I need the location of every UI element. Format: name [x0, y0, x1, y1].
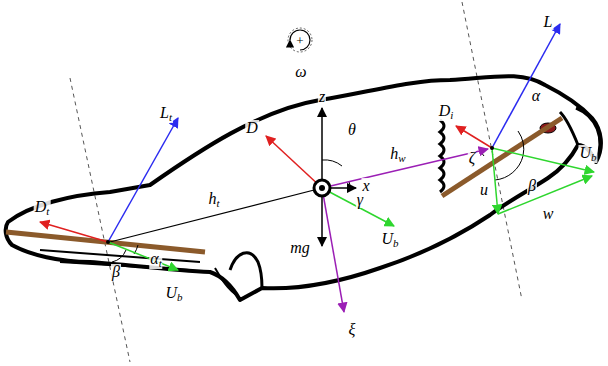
drag-arrow — [266, 136, 322, 188]
force-label: L — [543, 14, 554, 30]
angle-label: θ — [347, 122, 357, 138]
theta-arc — [322, 160, 342, 166]
axis-label: z — [318, 89, 326, 105]
tail-lift-arrow — [108, 118, 178, 242]
distance-label: ht — [207, 191, 220, 209]
force-label: Lt — [159, 105, 173, 123]
rotation-sign: + — [295, 34, 304, 47]
rotation-circle — [288, 28, 312, 52]
wing-point — [490, 146, 494, 150]
axis-label: ξ — [348, 322, 357, 338]
alpha-arc — [518, 131, 524, 156]
force-label: D — [245, 120, 259, 136]
z-axis — [321, 108, 323, 188]
tail-arm — [110, 188, 322, 242]
xi-axis — [322, 188, 344, 312]
force-label: Di — [438, 103, 455, 121]
wing-lift-arrow — [492, 24, 560, 148]
angle-label: γ — [356, 192, 364, 208]
wing-drag-arrow — [456, 126, 492, 148]
distance-label: hw — [389, 146, 406, 164]
u-component-arrow — [492, 148, 498, 214]
zeta-arc — [480, 148, 484, 156]
velocity-label: Ub — [164, 285, 183, 303]
beta-arc — [495, 156, 523, 180]
velocity-arrow — [322, 188, 394, 226]
velocity-label: u — [479, 182, 489, 198]
velocity-label: Ub — [578, 145, 597, 163]
tail-drag-arrow — [40, 222, 108, 242]
velocity-label: Ub — [380, 231, 399, 249]
tail-point — [106, 240, 110, 244]
rotation-symbol — [290, 30, 310, 50]
beak — [560, 108, 600, 162]
angle-label: αt — [149, 251, 162, 269]
center-dot — [319, 185, 325, 191]
angle-label: ζ — [468, 150, 476, 166]
angle-label: β — [527, 178, 537, 194]
leg — [230, 253, 262, 288]
center-of-mass — [314, 180, 330, 196]
force-label: mg — [289, 240, 311, 256]
force-label: Dt — [34, 199, 51, 217]
neck-feathers — [440, 120, 444, 192]
rotation-symbol-label: ω — [294, 64, 307, 80]
parrot-outline — [6, 76, 601, 300]
beta-tail-arc — [112, 250, 126, 262]
angle-label: β — [111, 264, 121, 280]
velocity-label: w — [542, 206, 555, 222]
tail-feathers — [40, 250, 238, 296]
angle-label: α — [531, 88, 541, 104]
